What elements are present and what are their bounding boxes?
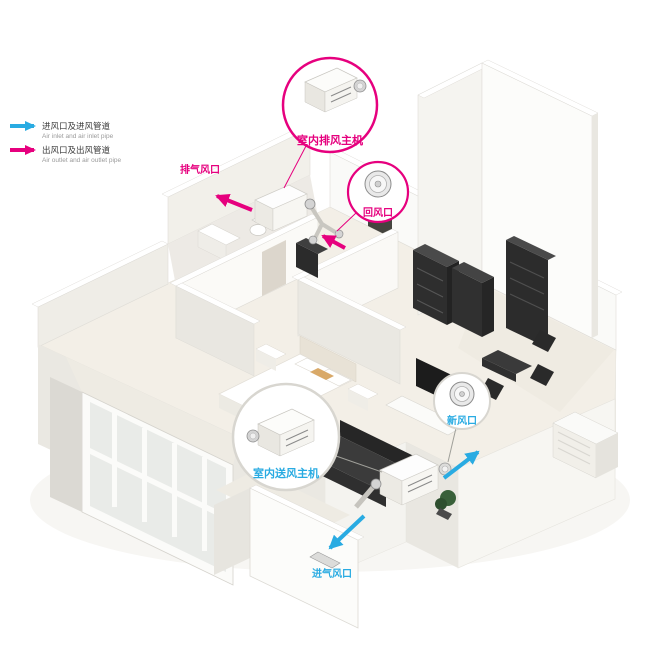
return-diffuser xyxy=(308,235,318,245)
exhaust-duct-flange xyxy=(304,198,316,210)
shelf-unit-front xyxy=(452,268,482,337)
nightstand-front xyxy=(256,349,276,371)
supply-flow-arrow xyxy=(442,450,480,480)
return-diffuser xyxy=(334,229,344,239)
callout-exhaust-unit-label: 室内排风主机 xyxy=(297,133,363,147)
interior-walls xyxy=(291,228,407,385)
unit-vents xyxy=(330,86,352,103)
wardrobes xyxy=(413,244,494,337)
shelf-unit-top xyxy=(452,262,494,283)
supply-unit-vents xyxy=(407,474,433,493)
supply-unit xyxy=(354,453,452,509)
supply-duct-flange xyxy=(370,478,382,490)
legend: 进风口及进风管道 Air inlet and air inlet pipe 出风… xyxy=(10,121,122,164)
legend-outlet-label-en: Air outlet and air outlet pipe xyxy=(42,157,122,164)
kitchen xyxy=(480,236,556,400)
dining-chair xyxy=(530,364,554,386)
leader-supply-unit xyxy=(335,455,383,473)
plant-pot xyxy=(436,508,452,520)
callout-fresh-vent-label: 新风口 xyxy=(447,414,477,427)
hall-wall-top xyxy=(291,228,399,281)
shelf-unit-side xyxy=(482,277,494,337)
terrace-parapet-top xyxy=(249,484,365,541)
supply-unit-front xyxy=(401,464,439,506)
nightstand-front xyxy=(348,389,368,411)
unit-vents xyxy=(285,429,309,447)
intake-louver xyxy=(309,551,341,569)
callout-return-vent: 回风口 xyxy=(346,160,410,224)
return-flow-arrow xyxy=(321,234,346,250)
window-rail xyxy=(90,448,226,520)
leader-fresh-vent xyxy=(447,427,457,463)
outdoor-unit xyxy=(552,411,619,479)
wardrobe-front xyxy=(413,250,447,325)
tall-wall-right-side xyxy=(592,113,598,338)
exhaust-unit xyxy=(254,184,344,245)
kitchen-floor xyxy=(458,285,614,412)
hall-appliance xyxy=(296,238,328,278)
wardrobe-shelves xyxy=(416,267,444,314)
exhaust-flow-arrow xyxy=(215,193,253,212)
legend-inlet-label-en: Air inlet and air inlet pipe xyxy=(42,133,114,140)
kitchen-shelves xyxy=(509,261,545,311)
diffuser-hub xyxy=(459,391,465,397)
toilet-bowl xyxy=(249,224,267,236)
leader-exhaust-unit xyxy=(283,145,307,189)
dining-table-top xyxy=(482,350,532,374)
accent-pillow xyxy=(310,368,334,380)
bathroom-side-wall-top xyxy=(175,282,261,325)
diffuser-hub xyxy=(374,180,382,188)
plant xyxy=(435,498,447,510)
bathroom-doorway xyxy=(262,240,286,296)
terrace-end-face xyxy=(214,488,250,575)
leader-return-vent xyxy=(336,212,357,232)
dining-chair xyxy=(532,330,556,352)
legend-inlet-label-zh: 进风口及进风管道 xyxy=(42,121,111,131)
wardrobe-top xyxy=(413,244,459,267)
outdoor-unit-side xyxy=(596,433,618,478)
unit-flange-hub xyxy=(356,82,364,90)
supply-duct xyxy=(354,484,376,509)
dining-table-side xyxy=(482,358,516,382)
intake-vent-label: 进气风口 xyxy=(312,567,352,580)
unit-flange-hub xyxy=(249,432,257,440)
exhaust-vent-label: 排气风口 xyxy=(180,163,220,176)
exhaust-unit-front xyxy=(272,193,308,232)
terrace xyxy=(214,470,365,629)
callout-supply-unit-label: 室内送风主机 xyxy=(253,466,319,480)
appliance-front xyxy=(296,243,318,278)
callout-return-vent-label: 回风口 xyxy=(363,207,393,219)
legend-outlet-label-zh: 出风口及出风管道 xyxy=(42,145,111,155)
airflow-arrows xyxy=(215,193,480,550)
balcony-end-face xyxy=(50,377,82,512)
unit-front xyxy=(279,419,315,457)
callout-supply-unit: 室内送风主机 xyxy=(231,382,341,492)
callout-fresh-vent: 新风口 xyxy=(433,372,491,430)
kitchen-cabinet-top xyxy=(506,236,556,260)
fresh-air-diffuser-hub xyxy=(441,465,449,473)
callout-exhaust-unit: 室内排风主机 xyxy=(281,56,379,154)
unit-front xyxy=(324,77,358,113)
balcony-walkway xyxy=(66,357,240,465)
appliance-top xyxy=(296,238,328,254)
left-balcony xyxy=(50,357,240,586)
bathroom xyxy=(168,175,319,377)
bed-headboard xyxy=(299,335,357,383)
callout-leaders xyxy=(283,145,457,473)
intake-flow-arrow xyxy=(328,514,366,550)
kitchen-cabinet-front xyxy=(506,240,548,348)
wall-top-nw-left xyxy=(31,240,169,308)
bedroom-wall-top xyxy=(297,276,407,331)
outdoor-unit-grill xyxy=(557,431,591,465)
